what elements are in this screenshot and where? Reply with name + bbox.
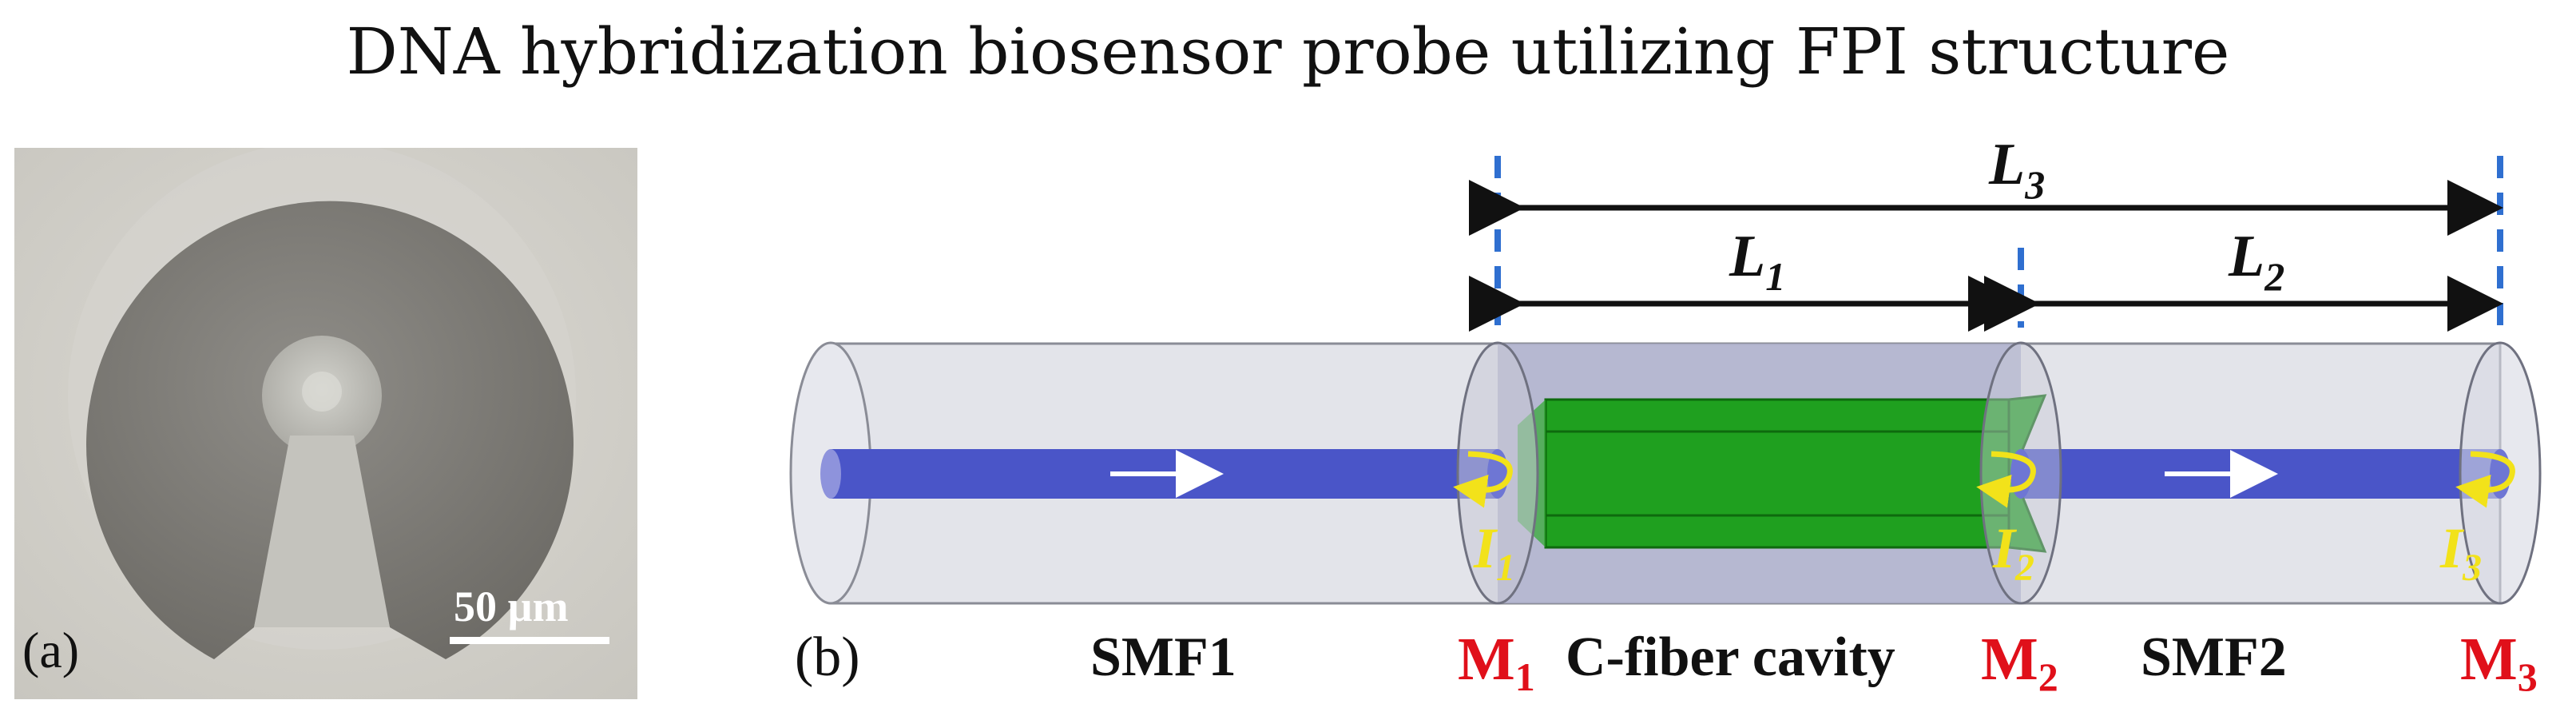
- reflection-arrow-m3: [2455, 451, 2515, 508]
- scale-bar-label: 50 µm: [454, 583, 569, 630]
- label-m3: M3: [2460, 626, 2538, 699]
- panel-b-schematic: L3 L1 L2 I1 I2 I3: [789, 144, 2542, 699]
- scale-bar: [450, 637, 609, 644]
- panel-a-label: (a): [22, 622, 79, 678]
- panel-b-label: (b): [795, 626, 860, 688]
- c-fiber-cavity: [1544, 398, 2010, 549]
- label-i3: I3: [2439, 516, 2482, 589]
- label-cavity: C-fiber cavity: [1566, 626, 1895, 688]
- reflection-arrow-m2: [1976, 451, 2036, 508]
- label-i2: I2: [1992, 516, 2034, 589]
- label-smf2: SMF2: [2141, 626, 2287, 688]
- label-l2: L2: [2228, 224, 2284, 299]
- label-l3: L3: [1988, 144, 2045, 207]
- label-l1: L1: [1729, 224, 1785, 299]
- label-m2: M2: [1981, 626, 2058, 699]
- reflection-arrow-m1: [1453, 451, 1513, 508]
- label-m1: M1: [1458, 626, 1535, 699]
- page-title: DNA hybridization biosensor probe utiliz…: [346, 14, 2230, 89]
- label-i1: I1: [1473, 516, 1515, 589]
- panel-a-micrograph: (a) 50 µm: [14, 148, 637, 699]
- label-smf1: SMF1: [1090, 626, 1236, 688]
